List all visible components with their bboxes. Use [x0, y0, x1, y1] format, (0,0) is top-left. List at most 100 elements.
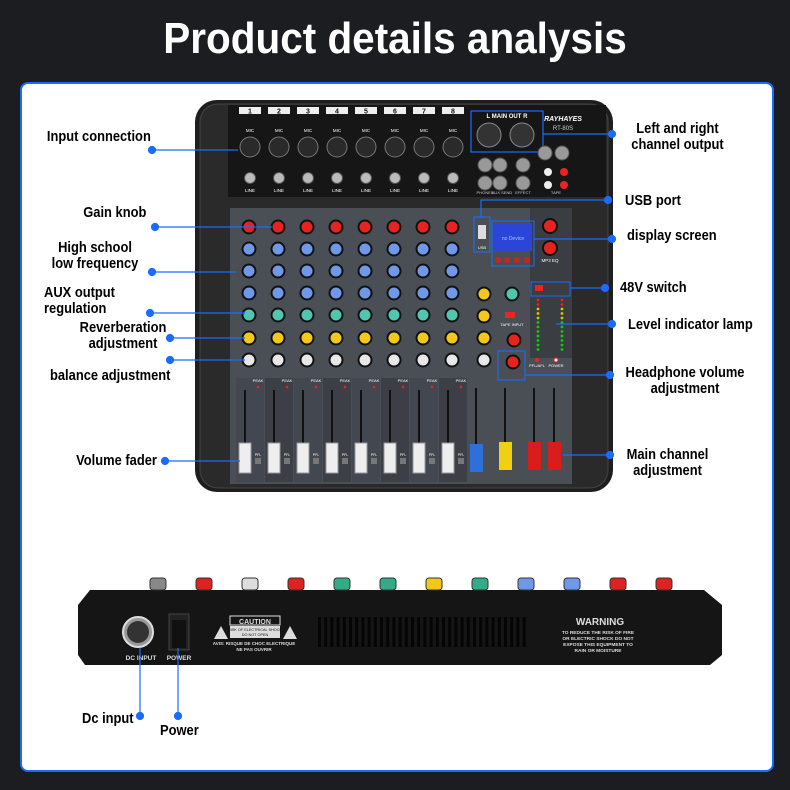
aux-knob[interactable] [328, 307, 344, 323]
line-label: LINE [419, 188, 429, 193]
pfl-button[interactable] [342, 458, 348, 464]
gain-knob[interactable] [357, 219, 373, 235]
gain-knob[interactable] [415, 219, 431, 235]
eq-knob[interactable] [299, 263, 315, 279]
aux-knob[interactable] [357, 307, 373, 323]
xlr-mic-input [384, 136, 406, 158]
pfl-label: PFL [371, 453, 377, 457]
fx-knob[interactable] [415, 330, 431, 346]
pan-knob[interactable] [415, 352, 431, 368]
eq-knob[interactable] [386, 241, 402, 257]
eq-knob[interactable] [415, 241, 431, 257]
channel-fader[interactable] [267, 442, 281, 474]
pan-knob[interactable] [357, 352, 373, 368]
line-input-jack [418, 172, 430, 184]
eq-knob[interactable] [444, 285, 460, 301]
peak-led [314, 385, 318, 389]
eq-knob[interactable] [357, 241, 373, 257]
pfl-label: PFL [458, 453, 464, 457]
caution-box [229, 615, 281, 626]
headphone-volume-knob[interactable] [505, 354, 521, 370]
aux-knob[interactable] [444, 307, 460, 323]
pfl-button[interactable] [429, 458, 435, 464]
callout-eq-line2: low frequency [51, 255, 139, 272]
eq-knob[interactable] [299, 285, 315, 301]
channel-fader[interactable] [296, 442, 310, 474]
channel-fader[interactable] [354, 442, 368, 474]
gain-knob[interactable] [270, 219, 286, 235]
gain-knob[interactable] [299, 219, 315, 235]
channel-fader[interactable] [441, 442, 455, 474]
fx-knob[interactable] [270, 330, 286, 346]
knob-silhouette [195, 577, 213, 591]
pfl-button[interactable] [284, 458, 290, 464]
mp3-volume-knob[interactable] [542, 218, 558, 234]
aux-knob[interactable] [415, 307, 431, 323]
pfl-button[interactable] [371, 458, 377, 464]
aux-knob[interactable] [299, 307, 315, 323]
eq-knob[interactable] [357, 263, 373, 279]
eq-knob[interactable] [328, 241, 344, 257]
mp3-eq-knob[interactable] [542, 240, 558, 256]
pfl-button[interactable] [255, 458, 261, 464]
gain-knob[interactable] [328, 219, 344, 235]
eq-knob[interactable] [386, 285, 402, 301]
eq-knob[interactable] [357, 285, 373, 301]
eq-knob[interactable] [415, 263, 431, 279]
fx-knob[interactable] [299, 330, 315, 346]
eq-knob[interactable] [270, 263, 286, 279]
fx-knob[interactable] [357, 330, 373, 346]
eq-knob[interactable] [328, 285, 344, 301]
usb-port[interactable] [478, 225, 486, 239]
callout-input-connection: Input connection [47, 128, 151, 145]
eq-knob[interactable] [241, 263, 257, 279]
gain-knob[interactable] [386, 219, 402, 235]
vent-slot [398, 617, 402, 647]
fx-knob[interactable] [328, 330, 344, 346]
eq-knob[interactable] [444, 263, 460, 279]
pan-knob[interactable] [299, 352, 315, 368]
effects-knobs[interactable] [476, 286, 522, 368]
aux-knob[interactable] [241, 307, 257, 323]
line-input-jack [244, 172, 256, 184]
warning-title: WARNING [576, 617, 625, 628]
mp3-eq-label: MP3 EQ [541, 258, 559, 263]
mixer-top-view: PEAKPFLPEAKPFLPEAKPFLPEAKPFLPEAKPFLPEAKP… [195, 100, 613, 492]
channel-fader[interactable] [238, 442, 252, 474]
pfl-button[interactable] [313, 458, 319, 464]
eq-knob[interactable] [270, 285, 286, 301]
xlr-mic-input [326, 136, 348, 158]
channel-number-box [326, 107, 348, 114]
eq-knob[interactable] [299, 241, 315, 257]
channel-fader[interactable] [412, 442, 426, 474]
eq-knob[interactable] [386, 263, 402, 279]
fx-knob[interactable] [386, 330, 402, 346]
eq-knob[interactable] [270, 241, 286, 257]
pan-knob[interactable] [270, 352, 286, 368]
pan-knob[interactable] [328, 352, 344, 368]
fx-knob[interactable] [444, 330, 460, 346]
48v-switch[interactable] [535, 285, 543, 291]
eq-knob[interactable] [444, 241, 460, 257]
gain-knob[interactable] [444, 219, 460, 235]
eq-knob[interactable] [241, 241, 257, 257]
channel-fader[interactable] [325, 442, 339, 474]
pan-knob[interactable] [444, 352, 460, 368]
pfl-button[interactable] [400, 458, 406, 464]
eq-knob[interactable] [328, 263, 344, 279]
callout-lr-output: Left and right channel output [624, 121, 732, 153]
callout-aux-line2: regulation [44, 300, 107, 317]
channel-fader[interactable] [383, 442, 397, 474]
level-led [536, 334, 540, 338]
pfl-button[interactable] [458, 458, 464, 464]
eq-knob[interactable] [415, 285, 431, 301]
eq-knob[interactable] [241, 285, 257, 301]
line-input-jack [302, 172, 314, 184]
vent-slot [380, 617, 383, 647]
aux-knob[interactable] [270, 307, 286, 323]
mp3-buttons[interactable] [495, 257, 530, 263]
master-faders[interactable] [470, 388, 561, 472]
aux-knob[interactable] [386, 307, 402, 323]
pan-knob[interactable] [386, 352, 402, 368]
channel-number: 3 [306, 109, 310, 116]
